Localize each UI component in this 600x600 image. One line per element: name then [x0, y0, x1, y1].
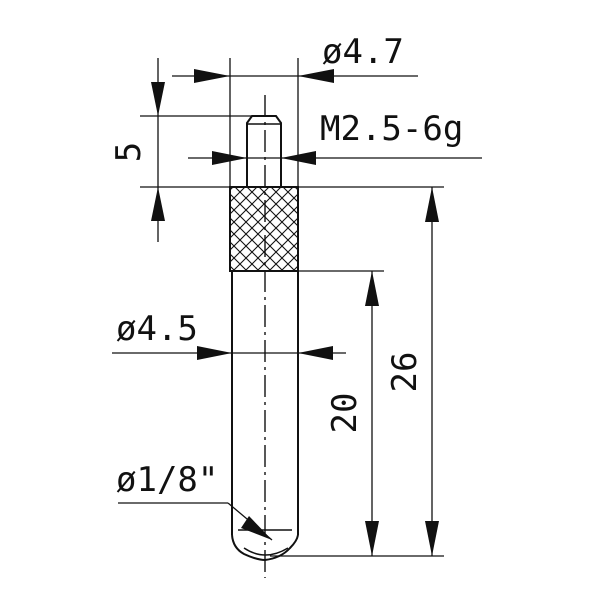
- thread-length-label: 5: [109, 142, 149, 162]
- arrow-thread-right: [281, 151, 316, 165]
- dim-total-length: [270, 186, 444, 557]
- arrow-head-right: [298, 69, 334, 83]
- total-length-label: 26: [385, 352, 425, 393]
- thread-tip: [246, 115, 282, 187]
- shank-length-label: 20: [325, 393, 365, 434]
- shank-diameter-label: ø4.5: [116, 309, 198, 349]
- arrow-total-top: [425, 187, 439, 222]
- arrow-shank-length-bottom: [365, 521, 379, 556]
- dim-head-diameter: [172, 58, 418, 187]
- arrow-ball: [241, 516, 272, 540]
- head-diameter-label: ø4.7: [322, 32, 404, 72]
- arrow-total-bottom: [425, 521, 439, 556]
- arrow-thread-length-top: [151, 82, 165, 116]
- arrow-thread-length-bottom: [151, 187, 165, 221]
- dim-shank-length: [298, 270, 384, 556]
- arrow-shank-left: [197, 346, 232, 360]
- stylus-part: [229, 115, 299, 562]
- thread-spec-label: M2.5-6g: [320, 109, 463, 149]
- dim-thread-length: [140, 58, 270, 242]
- arrow-shank-length-top: [365, 271, 379, 306]
- arrow-head-left: [194, 69, 230, 83]
- arrow-thread-left: [212, 151, 247, 165]
- dim-shank-diameter: [112, 346, 346, 360]
- dim-ball-diameter: [118, 502, 273, 541]
- knurled-head: [229, 186, 299, 272]
- ball-diameter-label: ø1/8": [116, 460, 218, 500]
- dim-thread: [188, 151, 482, 165]
- arrow-shank-right: [298, 346, 333, 360]
